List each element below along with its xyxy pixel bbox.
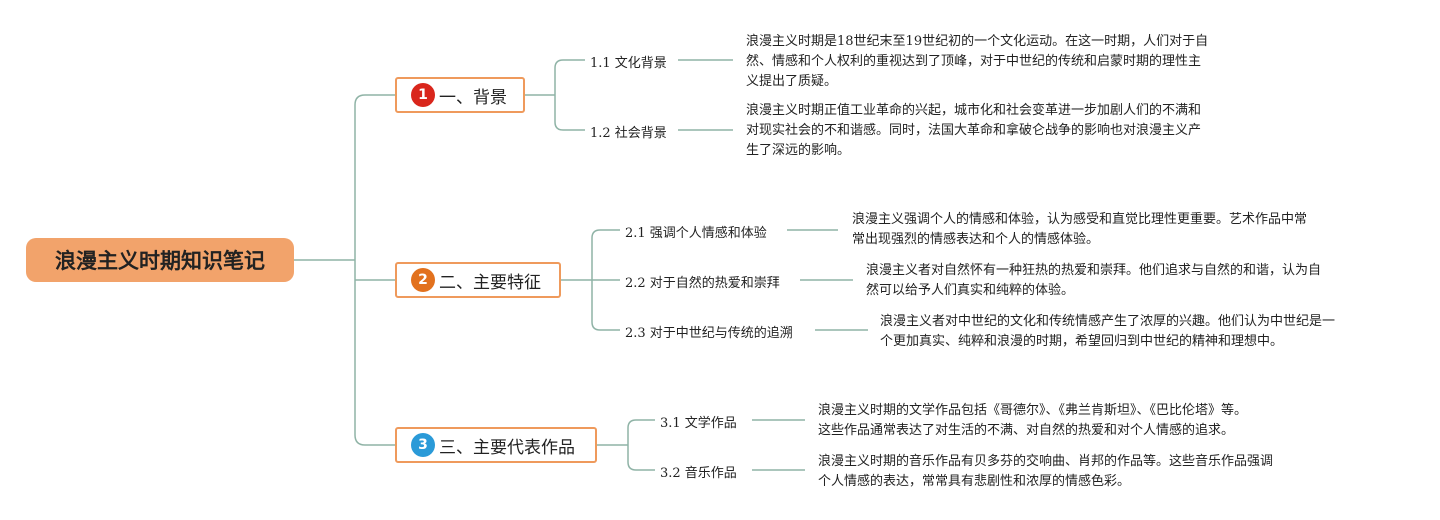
number-badge-3: 3 <box>411 433 435 457</box>
desc-line: 浪漫主义者对自然怀有一种狂热的热爱和崇拜。他们追求与自然的和谐，认为自 <box>866 263 1322 278</box>
desc-line: 这些作品通常表达了对生活的不满、对自然的热爱和对个人情感的追求。 <box>818 423 1235 438</box>
root-topic-label: 浪漫主义时期知识笔记 <box>55 249 265 273</box>
branch-label: 二、主要特征 <box>439 272 541 293</box>
desc-line: 义提出了质疑。 <box>746 74 838 89</box>
desc-line: 浪漫主义时期是18世纪末至19世纪初的一个文化运动。在这一时期，人们对于自 <box>746 34 1209 49</box>
branch-main-features[interactable]: 2 二、主要特征 <box>395 262 561 298</box>
desc-line: 浪漫主义时期正值工业革命的兴起，城市化和社会变革进一步加剧人们的不满和 <box>746 103 1202 118</box>
desc-medieval-tradition: 浪漫主义者对中世纪的文化和传统情感产生了浓厚的兴趣。他们认为中世纪是一 个更加真… <box>880 312 1335 352</box>
desc-line: 个更加真实、纯粹和浪漫的时期，希望回归到中世纪的精神和理想中。 <box>880 334 1284 349</box>
desc-line: 然、情感和个人权利的重视达到了顶峰，对于中世纪的传统和启蒙时期的理性主 <box>746 54 1202 69</box>
number-badge-1: 1 <box>411 83 435 107</box>
subtopic-love-of-nature[interactable]: 2.2 对于自然的热爱和崇拜 <box>625 276 780 291</box>
branch-label: 一、背景 <box>439 87 507 108</box>
desc-line: 常出现强烈的情感表达和个人的情感体验。 <box>852 232 1100 247</box>
desc-social-background: 浪漫主义时期正值工业革命的兴起，城市化和社会变革进一步加剧人们的不满和 对现实社… <box>746 101 1201 161</box>
subtopic-cultural-background[interactable]: 1.1 文化背景 <box>590 56 667 71</box>
branch-representative-works[interactable]: 3 三、主要代表作品 <box>395 427 597 463</box>
root-topic[interactable]: 浪漫主义时期知识笔记 <box>26 238 294 282</box>
desc-personal-emotion: 浪漫主义强调个人的情感和体验，认为感受和直觉比理性更重要。艺术作品中常 常出现强… <box>852 210 1307 250</box>
branch-label: 三、主要代表作品 <box>439 437 575 458</box>
desc-line: 然可以给予人们真实和纯粹的体验。 <box>866 283 1075 298</box>
number-badge-2: 2 <box>411 268 435 292</box>
desc-line: 浪漫主义时期的音乐作品有贝多芬的交响曲、肖邦的作品等。这些音乐作品强调 <box>818 454 1274 469</box>
subtopic-medieval-tradition[interactable]: 2.3 对于中世纪与传统的追溯 <box>625 326 793 341</box>
subtopic-social-background[interactable]: 1.2 社会背景 <box>590 126 667 141</box>
desc-line: 个人情感的表达，常常具有悲剧性和浓厚的情感色彩。 <box>818 474 1131 489</box>
subtopic-music-works[interactable]: 3.2 音乐作品 <box>660 466 737 481</box>
desc-cultural-background: 浪漫主义时期是18世纪末至19世纪初的一个文化运动。在这一时期，人们对于自 然、… <box>746 32 1208 92</box>
subtopic-personal-emotion[interactable]: 2.1 强调个人情感和体验 <box>625 226 767 241</box>
subtopic-literary-works[interactable]: 3.1 文学作品 <box>660 416 737 431</box>
desc-literary-works: 浪漫主义时期的文学作品包括《哥德尔》、《弗兰肯斯坦》、《巴比伦塔》等。 这些作品… <box>818 401 1247 441</box>
connector-trunk <box>354 94 366 446</box>
desc-line: 对现实社会的不和谐感。同时，法国大革命和拿破仑战争的影响也对浪漫主义产 <box>746 123 1202 138</box>
desc-love-of-nature: 浪漫主义者对自然怀有一种狂热的热爱和崇拜。他们追求与自然的和谐，认为自 然可以给… <box>866 261 1321 301</box>
desc-line: 浪漫主义时期的文学作品包括《哥德尔》、《弗兰肯斯坦》、《巴比伦塔》等。 <box>818 403 1248 418</box>
desc-line: 浪漫主义强调个人的情感和体验，认为感受和直觉比理性更重要。艺术作品中常 <box>852 212 1308 227</box>
connector-b1-fork <box>554 59 585 131</box>
connector-b3-fork <box>627 419 655 471</box>
branch-background[interactable]: 1 一、背景 <box>395 77 525 113</box>
desc-line: 生了深远的影响。 <box>746 143 851 158</box>
connector-b2-fork <box>591 229 620 331</box>
desc-music-works: 浪漫主义时期的音乐作品有贝多芬的交响曲、肖邦的作品等。这些音乐作品强调 个人情感… <box>818 452 1273 492</box>
desc-line: 浪漫主义者对中世纪的文化和传统情感产生了浓厚的兴趣。他们认为中世纪是一 <box>880 314 1336 329</box>
